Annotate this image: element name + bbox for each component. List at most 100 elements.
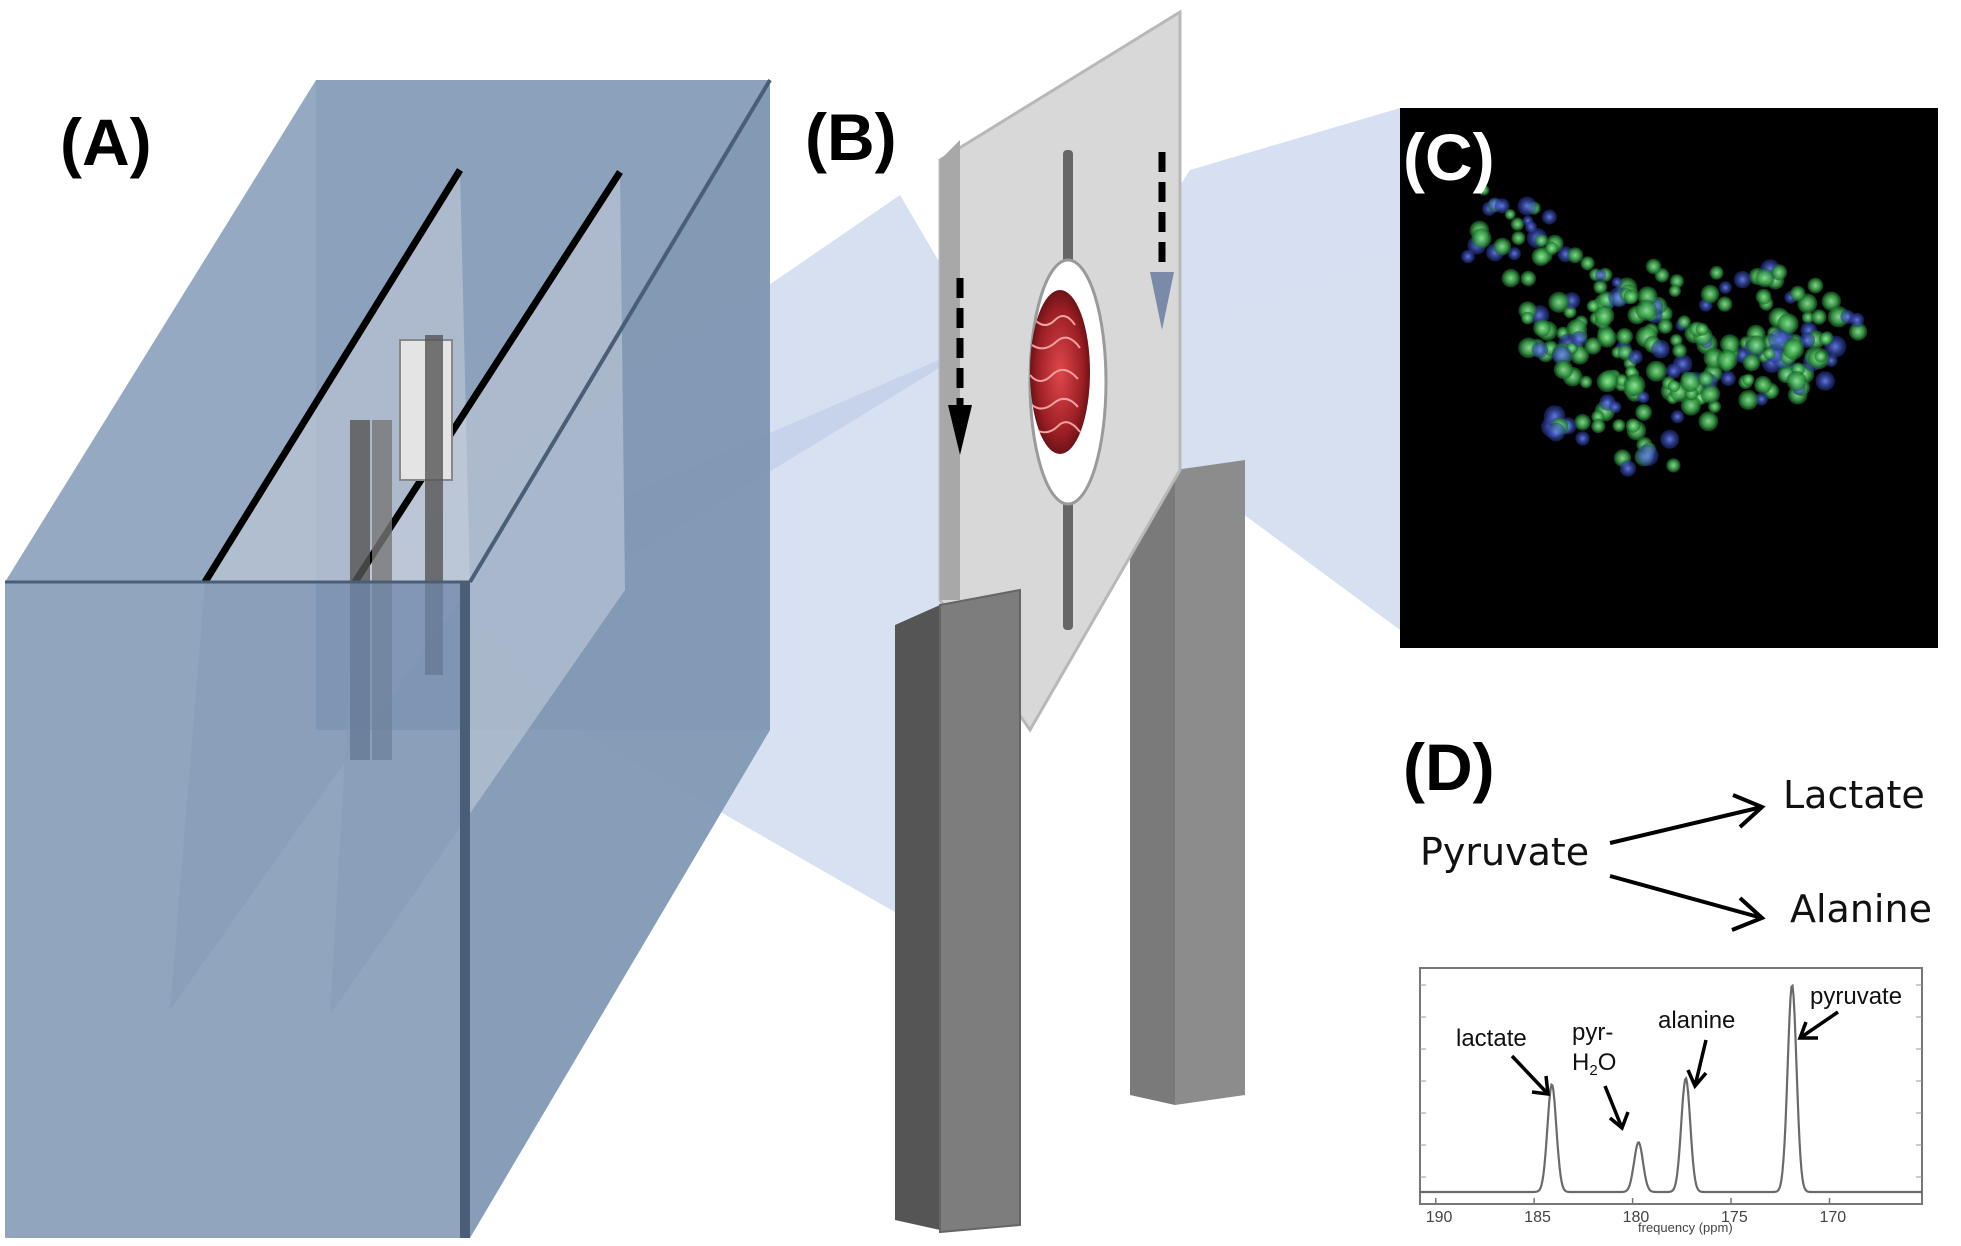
cell xyxy=(1719,281,1732,294)
cell xyxy=(1716,349,1738,371)
cell xyxy=(1645,258,1662,275)
cell xyxy=(1700,384,1721,404)
panel-label-d: (D) xyxy=(1403,730,1495,804)
tank-side-face xyxy=(470,80,770,1238)
cell xyxy=(1553,360,1573,380)
cell xyxy=(1657,318,1673,334)
cell xyxy=(1814,350,1827,363)
holder-leg-back-right-face xyxy=(1175,460,1245,1105)
peak-arrows xyxy=(1510,1010,1839,1131)
panel-label-c: (C) xyxy=(1403,120,1495,194)
cell xyxy=(1594,305,1615,326)
cell xyxy=(1755,392,1768,406)
tick-label: 190 xyxy=(1426,1209,1453,1226)
cell xyxy=(1700,284,1720,304)
arrow-pyruvate xyxy=(1797,1010,1839,1040)
cell xyxy=(1575,431,1590,446)
arrow-to-lactate xyxy=(1609,793,1766,845)
cell xyxy=(1645,360,1667,382)
peak-label-lactate: lactate xyxy=(1456,1025,1527,1052)
cell xyxy=(1697,371,1714,387)
peak-label-pyr-h2o-line2: H2O xyxy=(1572,1049,1616,1079)
cell xyxy=(1531,341,1549,359)
microscopy-image xyxy=(1400,108,1938,648)
cell xyxy=(1790,285,1806,302)
cell xyxy=(1660,429,1680,449)
cell xyxy=(1591,419,1606,434)
cell xyxy=(1801,311,1815,324)
cell xyxy=(1635,404,1652,421)
cell xyxy=(1777,313,1799,335)
cell xyxy=(1531,247,1551,266)
cell xyxy=(1717,296,1733,312)
cell xyxy=(1521,311,1534,325)
arrow-alanine xyxy=(1686,1039,1708,1090)
peak-label-pyruvate: pyruvate xyxy=(1810,983,1902,1010)
peak-label-alanine: alanine xyxy=(1658,1007,1735,1034)
cell xyxy=(1593,280,1608,294)
arrow-lactate xyxy=(1510,1054,1550,1097)
peak-label-pyr-h2o-line1: pyr- xyxy=(1572,1019,1613,1046)
cell xyxy=(1504,208,1516,220)
tick-label: 170 xyxy=(1819,1209,1846,1226)
cell xyxy=(1786,371,1807,391)
cell xyxy=(1672,343,1687,358)
cell xyxy=(1533,319,1551,337)
arrow-to-alanine xyxy=(1609,874,1766,932)
cell xyxy=(1546,422,1566,442)
cell xyxy=(1625,418,1641,433)
cell xyxy=(1544,241,1559,256)
pathway-product-alanine: Alanine xyxy=(1790,887,1932,931)
cell xyxy=(1807,277,1824,294)
cell xyxy=(1677,315,1691,329)
cell xyxy=(1849,322,1868,341)
tissue-texture xyxy=(1030,315,1081,434)
cell xyxy=(1680,395,1701,416)
cell xyxy=(1525,220,1537,233)
cell xyxy=(1623,374,1646,396)
cell xyxy=(1579,375,1593,389)
cell xyxy=(1636,444,1659,467)
cell xyxy=(1668,284,1681,297)
pathway-product-lactate: Lactate xyxy=(1783,773,1925,817)
tick-label: 185 xyxy=(1524,1209,1551,1226)
cell xyxy=(1616,328,1633,345)
spectrum-trace xyxy=(1420,983,1922,1194)
cell xyxy=(1580,256,1595,271)
cell xyxy=(1733,270,1752,289)
holder-leg-back-right xyxy=(1130,460,1175,1105)
cell xyxy=(1763,347,1776,360)
cell xyxy=(1461,249,1475,264)
cell xyxy=(1623,289,1639,305)
cell xyxy=(1742,373,1755,386)
flow-arrow-right xyxy=(1150,152,1174,330)
cell xyxy=(1494,198,1510,214)
cell xyxy=(1511,231,1526,246)
cell xyxy=(1782,338,1805,360)
cell xyxy=(1635,299,1657,321)
cell xyxy=(1567,247,1584,264)
cell xyxy=(1520,270,1537,287)
cell xyxy=(1755,268,1775,288)
cell xyxy=(1799,332,1815,349)
cell xyxy=(1755,288,1772,305)
cell xyxy=(1667,380,1680,393)
cell xyxy=(1695,322,1709,336)
cell xyxy=(1651,339,1670,359)
holder-diagram xyxy=(895,9,1245,1234)
metabolic-pathway: Pyruvate Lactate Alanine xyxy=(1420,773,1932,932)
cell-cluster xyxy=(1461,184,1868,477)
cell xyxy=(1849,312,1865,328)
pathway-source: Pyruvate xyxy=(1420,830,1589,874)
cell xyxy=(1742,353,1761,372)
cell xyxy=(1746,335,1767,356)
spectrum-x-axis-label: frequency (ppm) xyxy=(1638,1220,1733,1235)
cell xyxy=(1698,411,1719,432)
holder-plate-edge xyxy=(940,140,960,600)
plate-1-edge xyxy=(202,168,463,584)
spectrum-frame xyxy=(1419,967,1923,1205)
cell xyxy=(1571,331,1588,347)
cell xyxy=(1507,247,1521,261)
